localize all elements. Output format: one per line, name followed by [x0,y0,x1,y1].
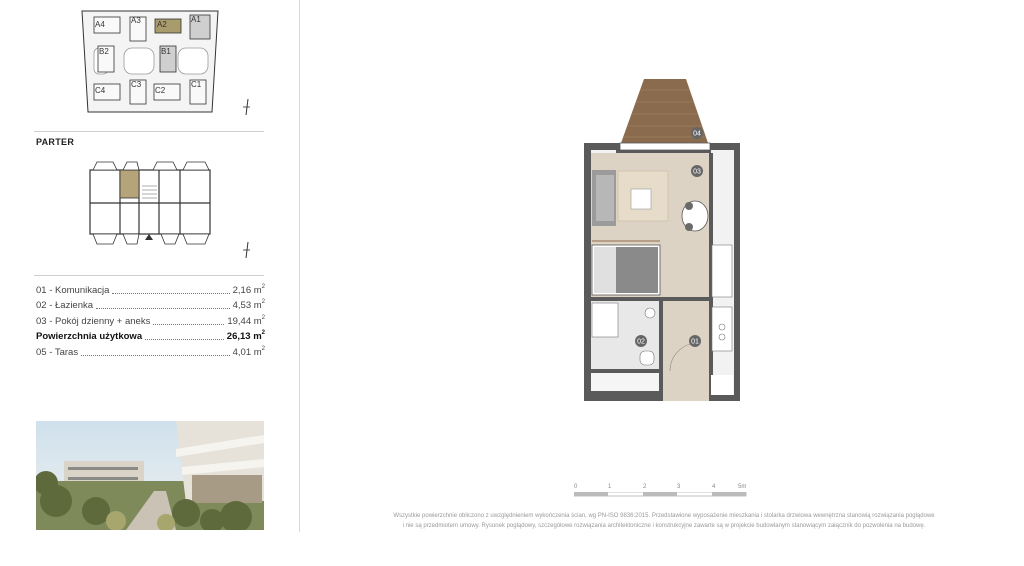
north-arrow-icon [243,241,250,259]
room-row: 01 - Komunikacja 2,16 m2 [36,283,265,296]
room-name: 02 - Łazienka [36,300,94,311]
disclaimer-footnote: Wszystkie powierzchnie obliczono z uwzgl… [330,511,998,531]
separator [34,275,264,276]
scale-label: 5m [738,484,747,490]
key-box-label: A1 [191,15,201,24]
key-box-label: C4 [95,86,106,95]
scale-bar: 0 1 2 3 4 5m [574,484,750,498]
room-name: 03 - Pokój dzienny + aneks [36,315,151,327]
key-box-label: C3 [131,80,142,89]
scale-label: 2 [643,484,647,490]
room-row: 02 - Łazienka 4,53 m2 [36,299,265,311]
building-key-plan: A4 A3 A2 A1 B2 B1 C4 C3 C2 C1 [81,10,219,113]
room-area: 19,44 m [227,315,262,327]
footnote-line: Wszystkie powierzchnie obliczono z uwzgl… [393,513,935,519]
room-area: 2,16 m [232,284,262,296]
room-name: 05 - Taras [36,346,79,358]
room-name: Powierzchnia użytkowa [36,331,143,342]
room-name: 01 - Komunikacja [36,284,110,296]
room-area: 4,01 m [232,346,262,358]
key-box-label: B2 [99,47,109,56]
footnote-line: i nie są przedmiotem umowy. Rysunek pogl… [402,523,926,529]
room-label-04: 04 [693,131,701,138]
key-box-label: B1 [161,47,171,56]
scale-label: 4 [712,484,716,490]
total-area-row: Powierzchnia użytkowa 26,13 m2 [36,330,265,342]
room-row: 05 - Taras 4,01 m2 [36,345,265,358]
building-visualization-image [36,421,264,530]
terrace [621,79,708,143]
floor-key-plan [89,161,211,245]
room-area: 26,13 m [226,331,262,342]
room-label-02: 02 [637,339,645,346]
key-box-label: A2 [157,20,167,29]
room-label-01: 01 [691,339,699,346]
north-arrow-icon [243,98,250,116]
separator [34,131,264,132]
key-box-label: C2 [155,86,166,95]
room-label-03: 03 [693,169,701,176]
room-area-list: 01 - Komunikacja 2,16 m2 02 - Łazienka 4… [36,281,265,359]
scale-label: 1 [608,484,612,490]
scale-label: 0 [574,484,578,490]
key-box-label: C1 [191,80,202,89]
floor-title: PARTER [36,137,75,147]
apartment-floor-plan: 04 03 02 01 [584,79,740,401]
scale-label: 3 [677,484,681,490]
key-box-label: A4 [95,20,105,29]
column-divider [299,0,300,532]
key-box-label: A3 [131,16,141,25]
room-row: 03 - Pokój dzienny + aneks 19,44 m2 [36,314,265,327]
room-area: 4,53 m [232,300,262,311]
